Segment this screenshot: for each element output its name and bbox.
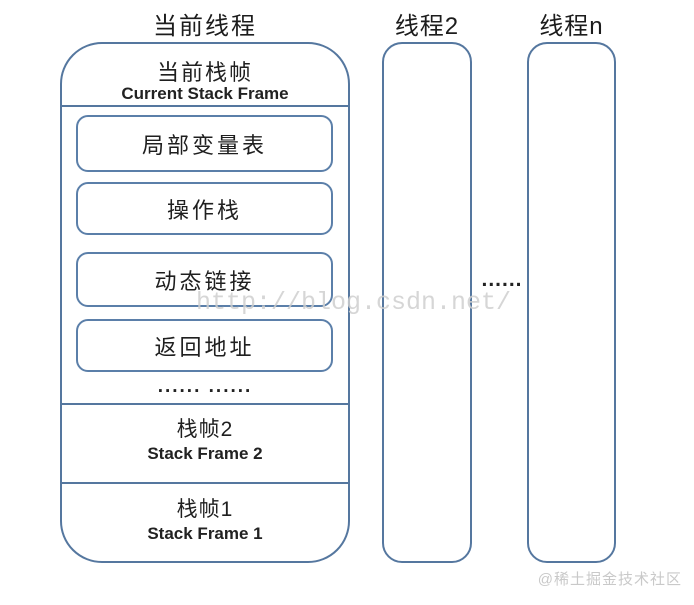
threads-ellipsis: ...... bbox=[481, 268, 523, 291]
stack-ellipsis: ...... ...... bbox=[157, 376, 253, 397]
divider bbox=[62, 105, 348, 107]
stack-frame-2-label-en: Stack Frame 2 bbox=[147, 444, 263, 463]
component-box-local-variable-table: 局部变量表 bbox=[76, 115, 333, 172]
component-box-return-address: 返回地址 bbox=[76, 319, 333, 372]
stack-frame-1-label-en: Stack Frame 1 bbox=[147, 524, 263, 543]
divider bbox=[62, 403, 348, 405]
thread-2-stack-box bbox=[382, 42, 472, 563]
current-frame-title-zh: 当前栈帧 bbox=[156, 60, 253, 85]
component-label: 局部变量表 bbox=[141, 132, 267, 158]
component-label: 返回地址 bbox=[154, 334, 255, 360]
divider bbox=[62, 482, 348, 484]
current-frame-title-en: Current Stack Frame bbox=[121, 84, 289, 103]
thread-n-title: 线程n bbox=[539, 13, 604, 40]
component-label: 动态链接 bbox=[154, 268, 255, 294]
thread-n-stack-box bbox=[527, 42, 616, 563]
community-watermark: @稀土掘金技术社区 bbox=[537, 571, 682, 588]
thread-2-title: 线程2 bbox=[394, 13, 460, 40]
component-box-dynamic-linking: 动态链接 bbox=[76, 252, 333, 307]
component-box-operand-stack: 操作栈 bbox=[76, 182, 333, 235]
current-thread-stack-box: 当前栈帧 Current Stack Frame 局部变量表 操作栈 动态链接 … bbox=[60, 42, 350, 563]
stack-frame-2-label-zh: 栈帧2 bbox=[176, 418, 234, 441]
current-thread-title: 当前线程 bbox=[153, 13, 257, 40]
stack-frame-1-label-zh: 栈帧1 bbox=[176, 498, 234, 521]
component-label: 操作栈 bbox=[166, 197, 242, 223]
